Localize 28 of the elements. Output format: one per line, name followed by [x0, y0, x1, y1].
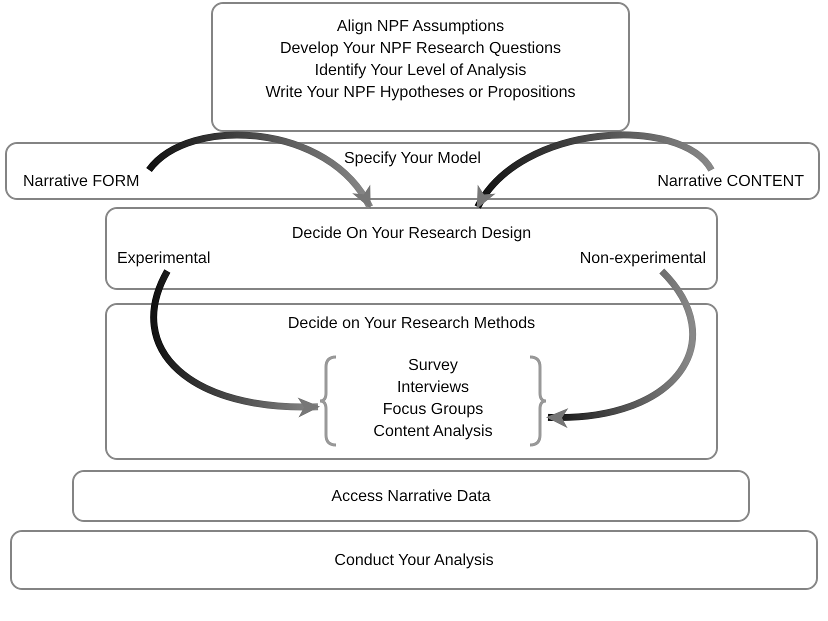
stage-title: Access Narrative Data	[330, 487, 492, 507]
step-text: Write Your NPF Hypotheses or Propositions	[264, 83, 577, 103]
method-text: Survey	[407, 356, 459, 376]
option-label: Narrative FORM	[23, 170, 203, 194]
stage-title: Specify Your Model	[343, 149, 482, 169]
method-text: Focus Groups	[382, 400, 484, 420]
stage-box	[10, 530, 818, 590]
stage-title: Conduct Your Analysis	[333, 551, 495, 571]
stage-box	[5, 142, 820, 200]
method-text: Content Analysis	[372, 422, 494, 442]
step-text: Develop Your NPF Research Questions	[278, 39, 562, 59]
curved-arrow	[150, 270, 320, 417]
stage-box	[105, 207, 718, 290]
method-text: Interviews	[396, 378, 470, 398]
step-text: Identify Your Level of Analysis	[314, 61, 528, 81]
curved-arrow	[546, 268, 696, 427]
option-label: Non-experimental	[548, 247, 706, 271]
stage-box	[105, 303, 718, 460]
stage-box	[211, 2, 630, 132]
step-text: Align NPF Assumptions	[336, 17, 506, 37]
stage-title: Decide On Your Research Design	[290, 224, 532, 244]
curved-arrow	[474, 132, 714, 209]
stage-title: Decide on Your Research Methods	[286, 314, 536, 334]
option-label: Narrative CONTENT	[619, 170, 804, 194]
stage-box	[72, 470, 750, 522]
method-list	[318, 353, 548, 449]
curved-arrow	[146, 132, 373, 209]
option-label: Experimental	[117, 247, 257, 271]
